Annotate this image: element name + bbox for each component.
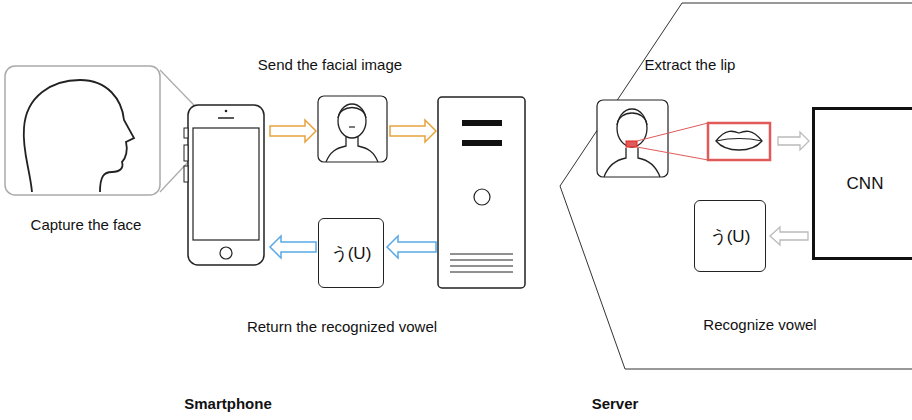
send-arrow xyxy=(270,120,316,142)
face-image xyxy=(318,96,387,162)
lip-crop xyxy=(708,123,770,160)
flow-arrow xyxy=(770,227,808,245)
return-arrow xyxy=(270,236,316,258)
smartphone xyxy=(184,105,264,265)
vowel-box: う(U) xyxy=(318,218,384,288)
node-text: う(U) xyxy=(710,225,751,248)
step-label: Extract the lip xyxy=(645,56,736,73)
face-image xyxy=(597,100,668,177)
step-label: Capture the face xyxy=(31,216,142,233)
send-arrow xyxy=(390,120,436,142)
node-text: う(U) xyxy=(331,242,372,265)
feed-arrow xyxy=(778,132,809,150)
server-region xyxy=(560,3,912,369)
return-arrow xyxy=(387,236,436,258)
vowel-box: う(U) xyxy=(694,200,766,272)
zoom-line xyxy=(637,147,708,160)
server-tower xyxy=(438,97,525,288)
node-text: CNN xyxy=(847,174,884,194)
section-label: Smartphone xyxy=(184,395,272,412)
zoom-line xyxy=(637,123,708,141)
step-label: Send the facial image xyxy=(258,56,402,73)
head-profile xyxy=(24,80,134,192)
step-label: Recognize vowel xyxy=(703,316,816,333)
section-label: Server xyxy=(592,395,639,412)
head-frame xyxy=(5,66,160,195)
step-label: Return the recognized vowel xyxy=(247,318,437,335)
cnn-box: CNN xyxy=(812,107,912,260)
